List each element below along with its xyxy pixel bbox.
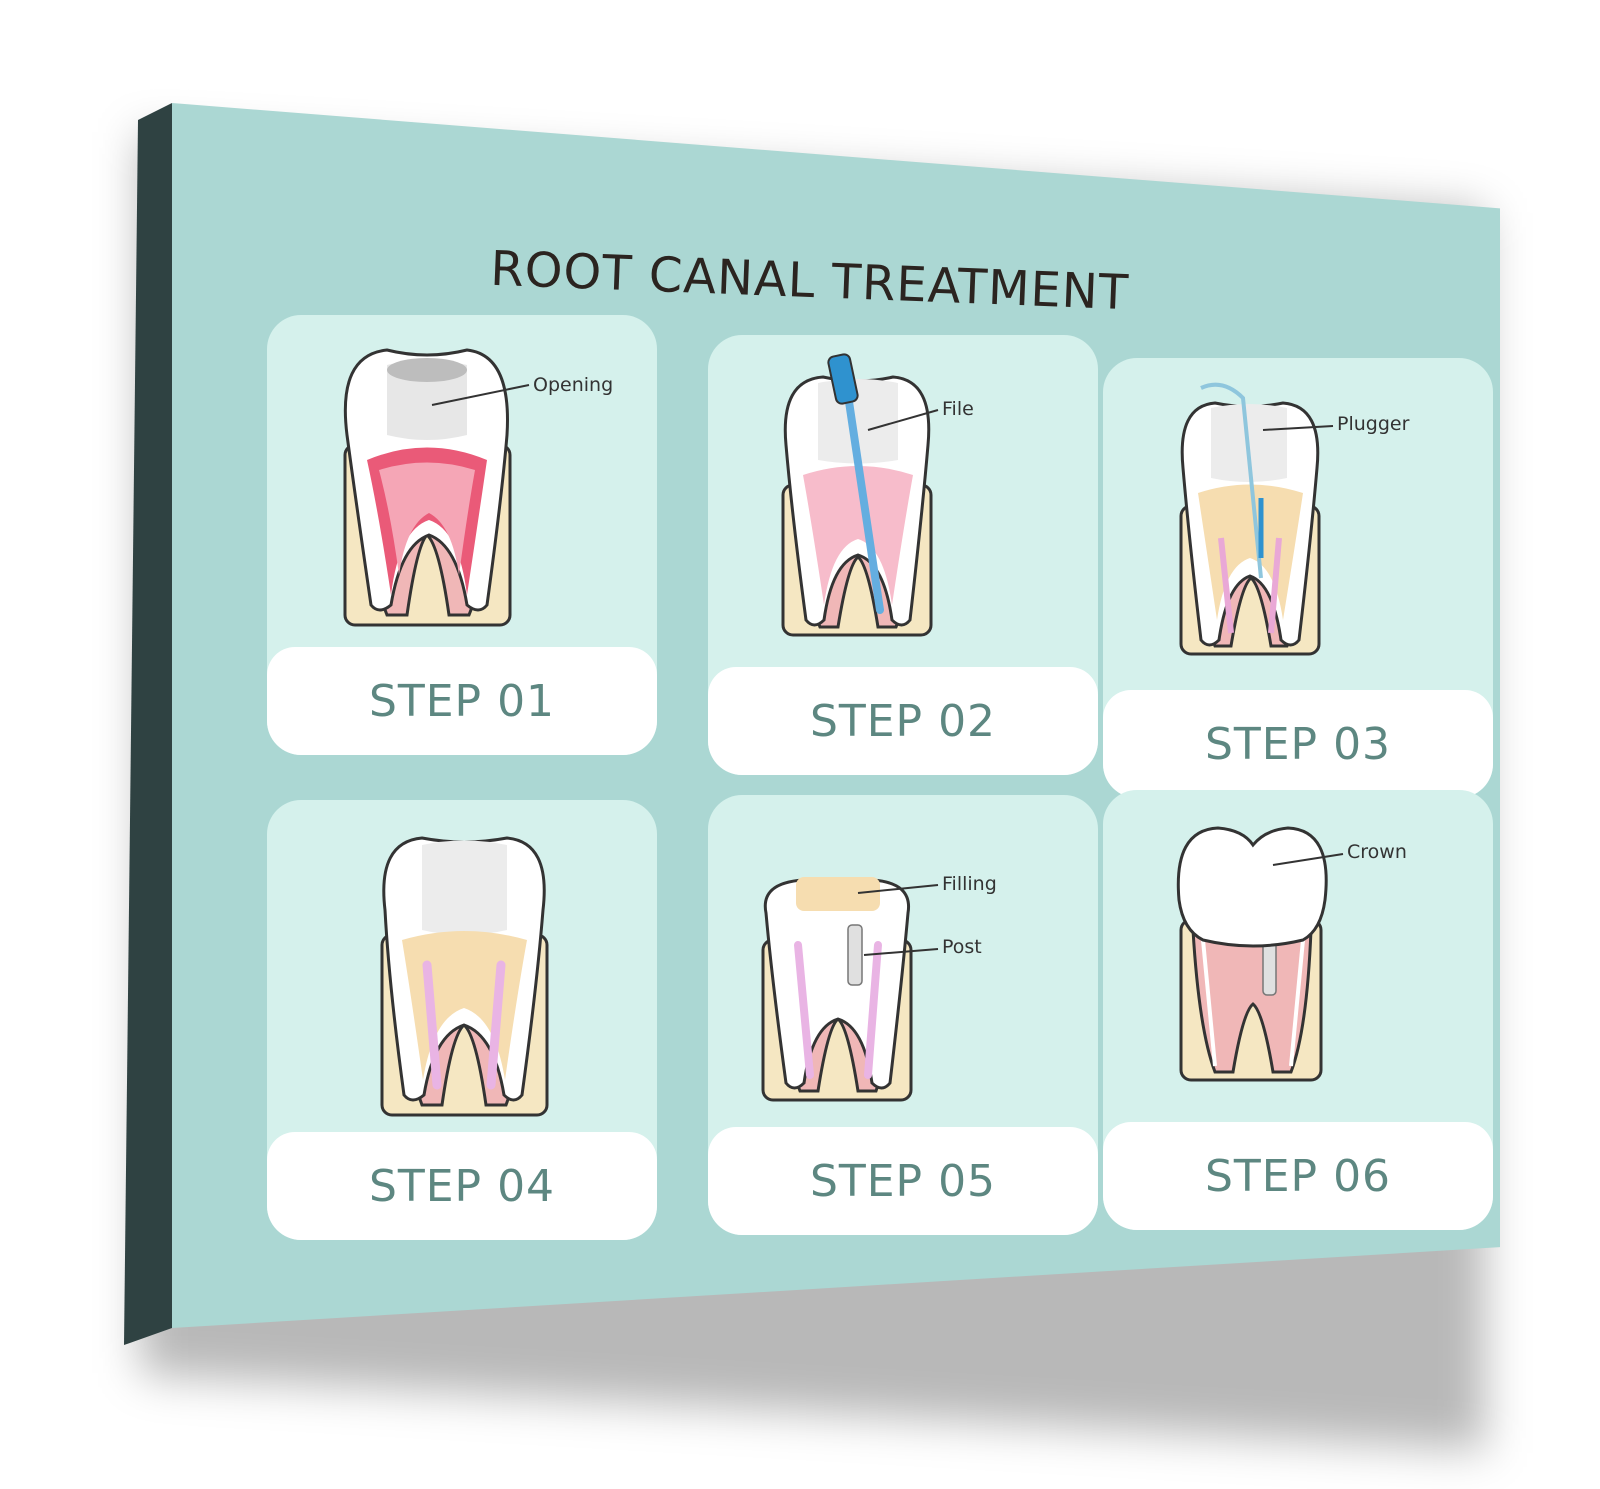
step-card-6: Crown STEP 06 <box>1103 790 1493 1230</box>
annotation-post: Post <box>942 936 982 958</box>
step-card-1: Opening STEP 01 <box>267 315 657 755</box>
step-card-2: File STEP 02 <box>708 335 1098 775</box>
step-label-4: STEP 04 <box>267 1132 657 1240</box>
tooth-crown-icon: Crown <box>1176 826 1407 1082</box>
step-label-3: STEP 03 <box>1103 690 1493 798</box>
step-label-2: STEP 02 <box>708 667 1098 775</box>
tooth-file-icon: File <box>781 353 974 637</box>
tooth-opening-icon: Opening <box>343 348 613 627</box>
step-label-6: STEP 06 <box>1103 1122 1493 1230</box>
annotation-opening: Opening <box>533 374 613 396</box>
step-label-5: STEP 05 <box>708 1127 1098 1235</box>
annotation-filling: Filling <box>942 873 997 895</box>
tooth-plugger-icon: Plugger <box>1179 382 1410 656</box>
step-label-1: STEP 01 <box>267 647 657 755</box>
annotation-plugger: Plugger <box>1337 413 1410 435</box>
annotation-file: File <box>942 398 974 420</box>
tooth-filling-post-icon: Filling Post <box>761 873 997 1102</box>
step-card-5: Filling Post STEP 05 <box>708 795 1098 1235</box>
annotation-crown: Crown <box>1347 841 1407 863</box>
step-card-4: STEP 04 <box>267 800 657 1240</box>
tooth-sealed-icon <box>380 836 549 1117</box>
step-card-3: Plugger STEP 03 <box>1103 358 1493 798</box>
